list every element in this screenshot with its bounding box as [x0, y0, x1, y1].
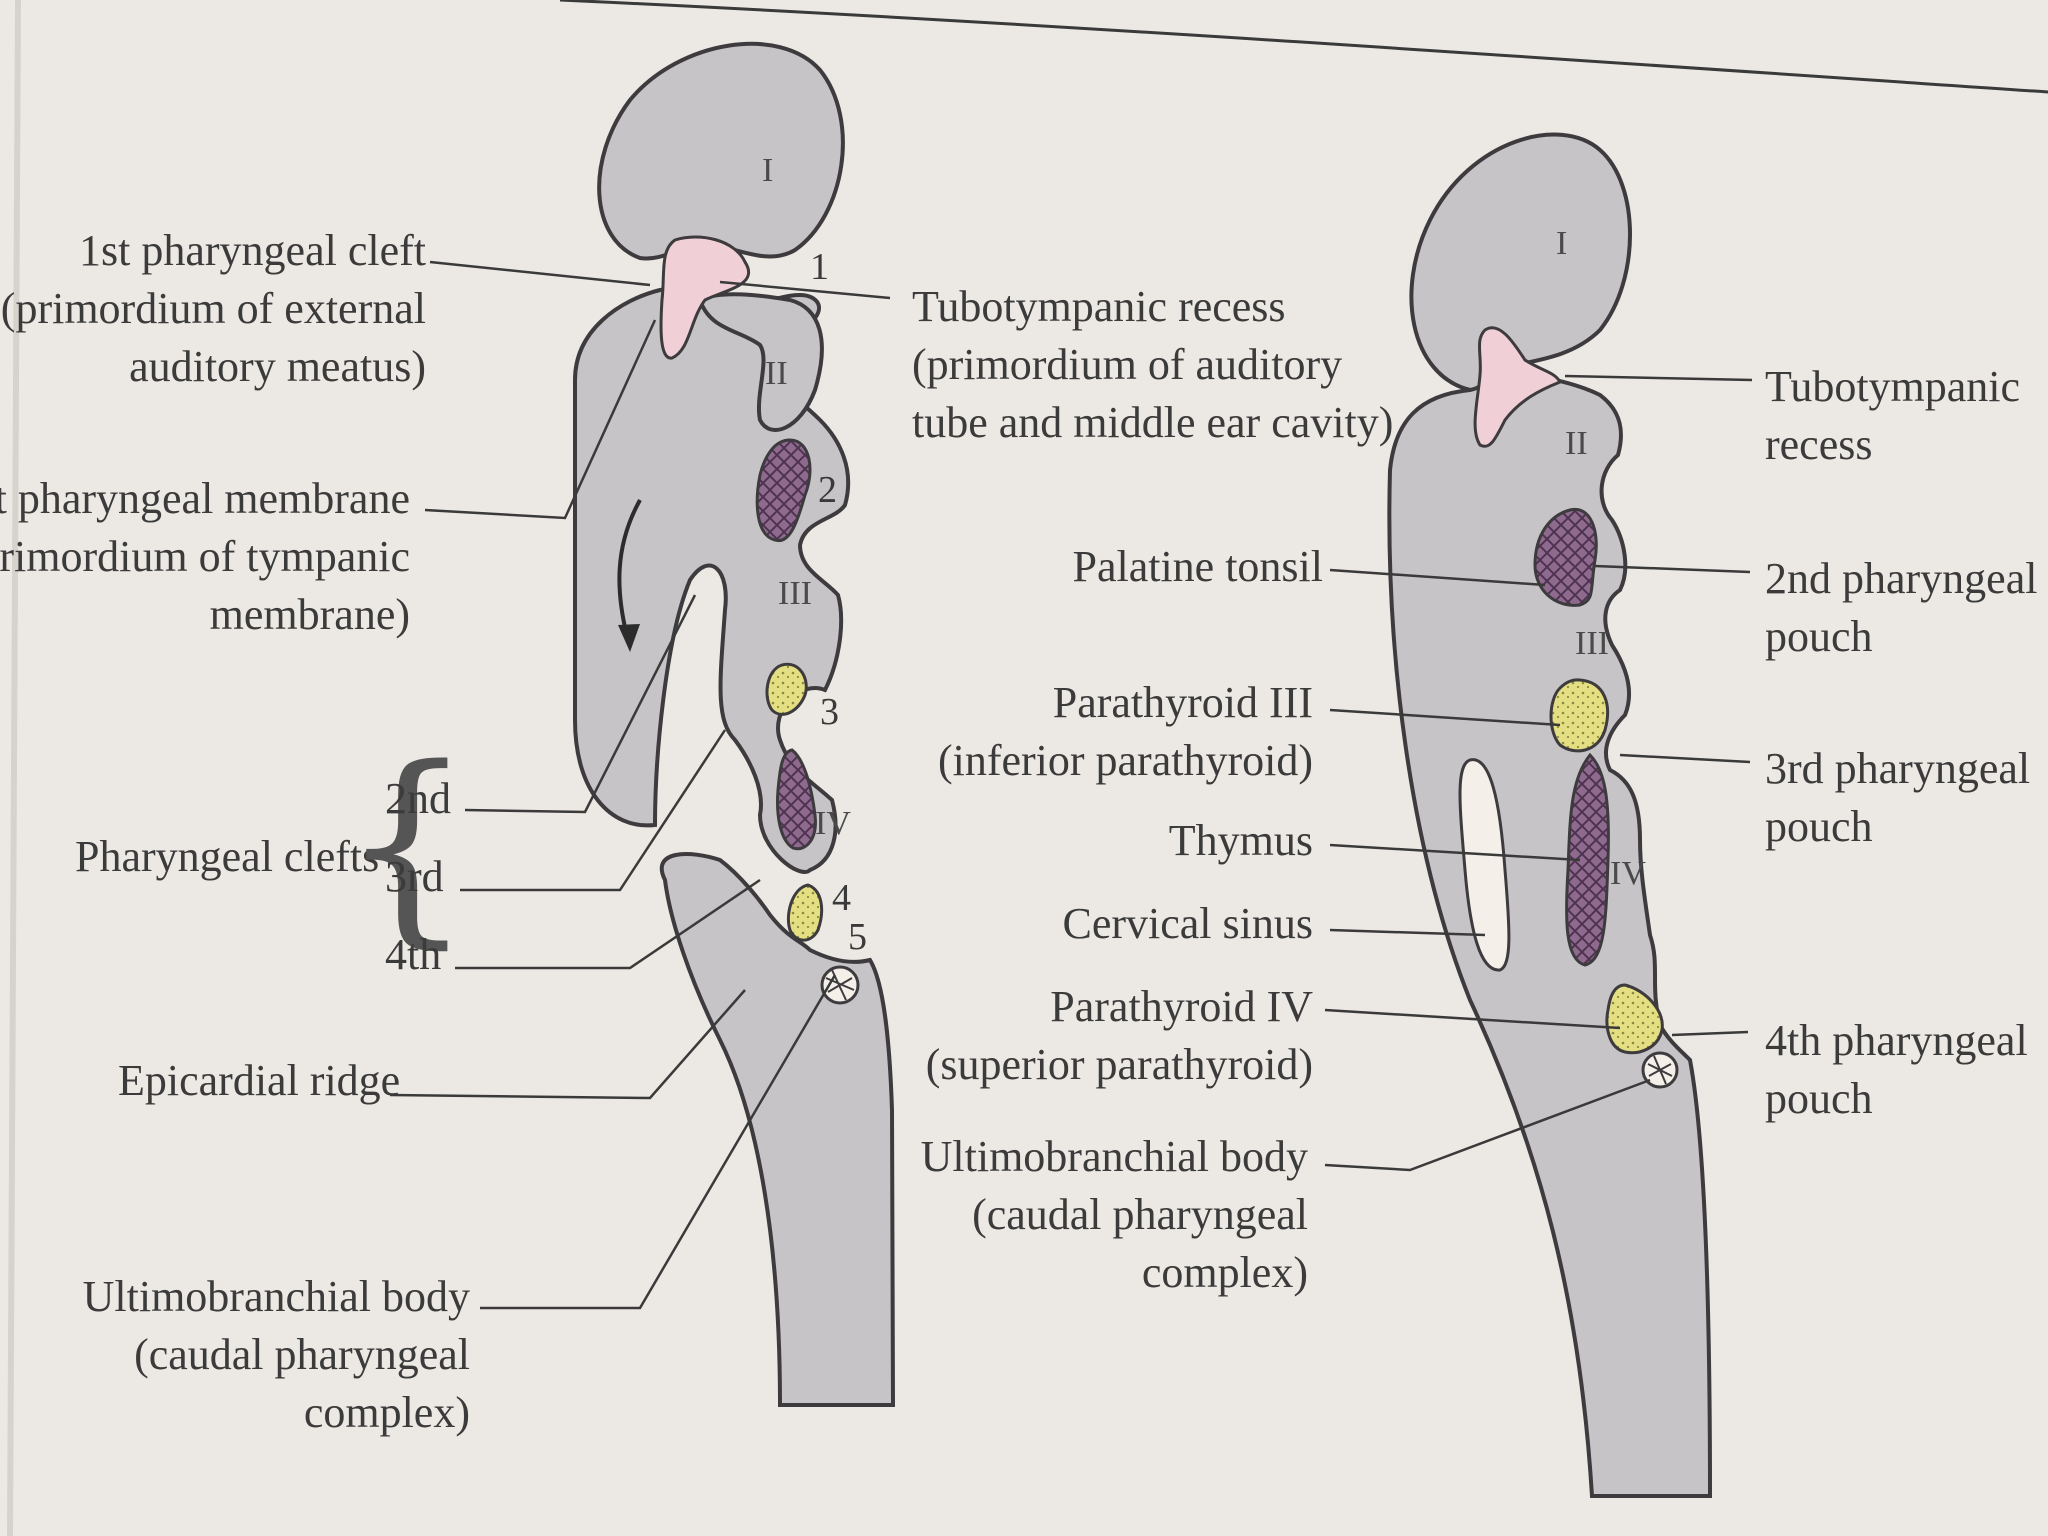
- left-roman-ii: II: [765, 355, 788, 392]
- page-edge: [7, 0, 21, 1536]
- label-cleft-2nd: 2nd: [385, 774, 451, 823]
- left-roman-i: I: [762, 152, 774, 189]
- top-rule: [559, 0, 2048, 94]
- label-thymus: Thymus: [1168, 816, 1313, 865]
- left-roman-iv: IV: [815, 805, 851, 842]
- label-right-ultimobranchial-body: Ultimobranchial body (caudal pharyngeal …: [920, 1132, 1308, 1297]
- label-cervical-sinus: Cervical sinus: [1062, 899, 1313, 948]
- right-roman-ii: II: [1565, 425, 1588, 462]
- label-first-pharyngeal-membrane: 1st pharyngeal membrane (primordium of t…: [0, 474, 410, 639]
- right-main-body: [1387, 367, 1713, 1498]
- label-second-pharyngeal-pouch: 2nd pharyngeal pouch: [1765, 554, 2038, 661]
- label-first-pharyngeal-cleft: 1st pharyngeal cleft (primordium of exte…: [0, 226, 426, 391]
- growth-arrow: [617, 499, 642, 641]
- right-embryo-section: [1324, 132, 1753, 1498]
- right-parathyroid-iv: [1605, 983, 1664, 1055]
- left-parathyroid-iii: [765, 662, 808, 716]
- label-left-ultimobranchial-body: Ultimobranchial body (caudal pharyngeal …: [82, 1272, 470, 1437]
- label-cleft-3rd: 3rd: [385, 852, 444, 901]
- right-roman-iv: IV: [1610, 855, 1646, 892]
- left-cleft-number-5: 5: [848, 916, 867, 958]
- right-tubotympanic-recess: [1473, 326, 1563, 448]
- label-parathyroid-iv: Parathyroid IV (superior parathyroid): [925, 982, 1313, 1089]
- left-parathyroid-iv: [786, 883, 824, 942]
- label-palatine-tonsil: Palatine tonsil: [1072, 542, 1323, 591]
- left-embryo-section: [389, 41, 896, 1407]
- right-cervical-sinus: [1458, 758, 1511, 972]
- label-tubotympanic-recess-left: Tubotympanic recess (primordium of audit…: [912, 282, 1394, 447]
- label-fourth-pharyngeal-pouch: 4th pharyngeal pouch: [1765, 1016, 2028, 1123]
- left-tubotympanic-recess: [659, 235, 751, 360]
- right-palatine-tonsil: [1533, 507, 1598, 607]
- left-arch-1: [597, 41, 845, 261]
- right-roman-iii: III: [1575, 625, 1609, 662]
- right-roman-i: I: [1556, 225, 1568, 262]
- label-pharyngeal-clefts: Pharyngeal clefts: [75, 832, 380, 881]
- left-cleft-number-4: 4: [832, 877, 851, 919]
- left-cleft-number-2: 2: [818, 469, 837, 511]
- label-epicardial-ridge: Epicardial ridge: [118, 1056, 401, 1105]
- right-thymus: [1565, 752, 1610, 967]
- label-cleft-4th: 4th: [385, 930, 442, 979]
- label-parathyroid-iii: Parathyroid III (inferior parathyroid): [937, 678, 1313, 785]
- label-third-pharyngeal-pouch: 3rd pharyngeal pouch: [1765, 744, 2031, 851]
- right-parathyroid-iii: [1549, 678, 1610, 753]
- left-roman-iii: III: [778, 575, 812, 612]
- left-cleft-number-1: 1: [810, 246, 829, 288]
- left-arch-2: [697, 292, 824, 432]
- label-tubotympanic-recess-right: Tubotympanic recess: [1765, 362, 2021, 469]
- left-pouch-2-tonsil: [755, 438, 812, 543]
- clefts-brace-icon: {: [340, 722, 474, 967]
- left-cleft-number-3: 3: [820, 691, 839, 733]
- left-thymus: [776, 748, 817, 851]
